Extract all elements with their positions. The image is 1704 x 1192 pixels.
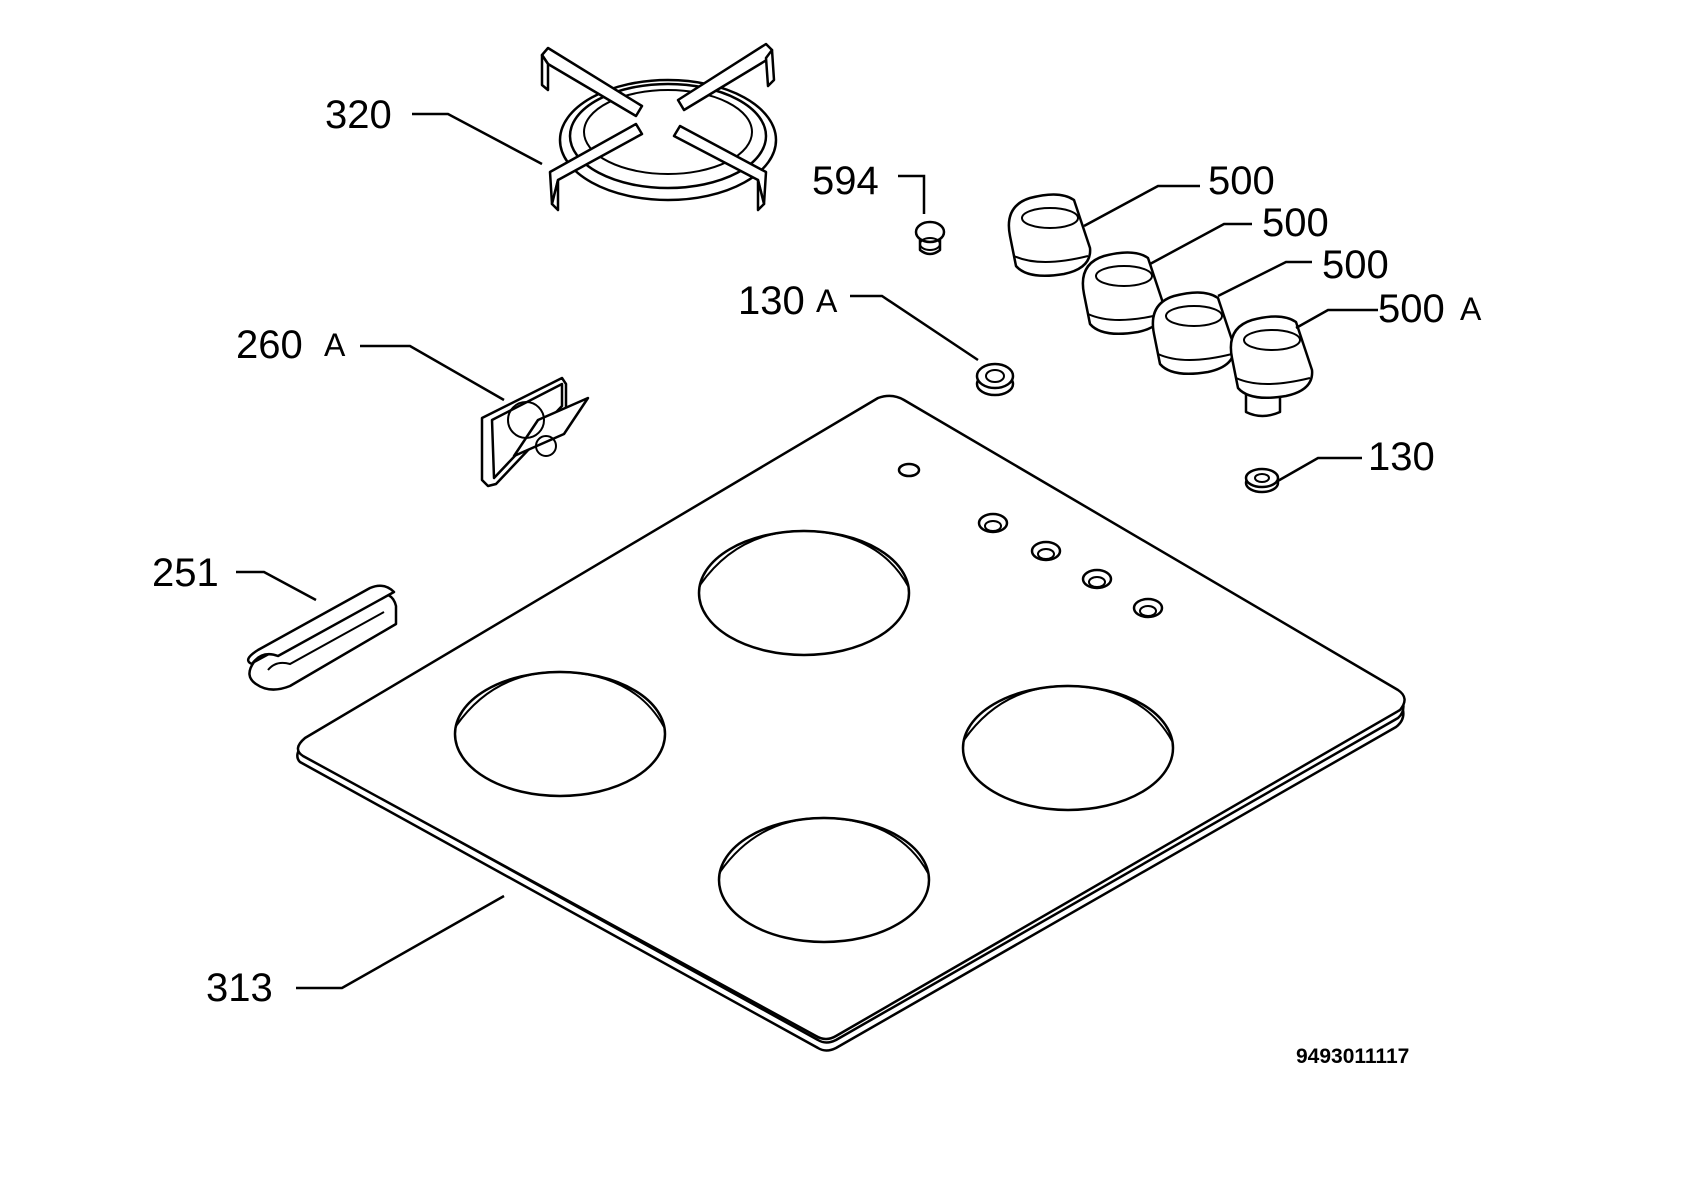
label-500-4-suffix: A: [1460, 291, 1482, 327]
grommet-part: [1244, 467, 1280, 494]
label-251: 251: [152, 551, 219, 595]
label-130-a: 130: [738, 279, 805, 323]
hob-top-plate: [296, 394, 1406, 1052]
burner-opening-front: [717, 816, 931, 944]
label-130-a-suffix: A: [816, 283, 838, 319]
cap-part: [914, 220, 946, 256]
label-313: 313: [206, 966, 273, 1010]
control-knob-1: [1007, 193, 1092, 277]
label-320: 320: [325, 93, 392, 137]
control-knob-2: [1081, 251, 1166, 335]
burner-opening-right: [961, 684, 1175, 812]
label-500-4: 500: [1378, 287, 1445, 331]
label-594: 594: [812, 159, 879, 203]
knob-holes: [897, 462, 1164, 619]
control-knob-3: [1151, 291, 1236, 375]
control-knob-4: [1229, 315, 1314, 418]
support-piece-part: [246, 584, 398, 691]
label-500-3: 500: [1322, 243, 1389, 287]
burner-opening-left: [453, 670, 667, 798]
grommet-a-part: [975, 362, 1015, 397]
label-130: 130: [1368, 435, 1435, 479]
pan-support-grate: [540, 42, 778, 212]
document-number: 9493011117: [1296, 1045, 1409, 1068]
leader-lines: [236, 112, 1378, 990]
label-260-suffix: A: [324, 327, 346, 363]
burner-opening-rear: [697, 529, 911, 657]
label-260: 260: [236, 323, 303, 367]
label-500-2: 500: [1262, 201, 1329, 245]
label-500-1: 500: [1208, 159, 1275, 203]
clip-bracket-part: [480, 376, 590, 488]
